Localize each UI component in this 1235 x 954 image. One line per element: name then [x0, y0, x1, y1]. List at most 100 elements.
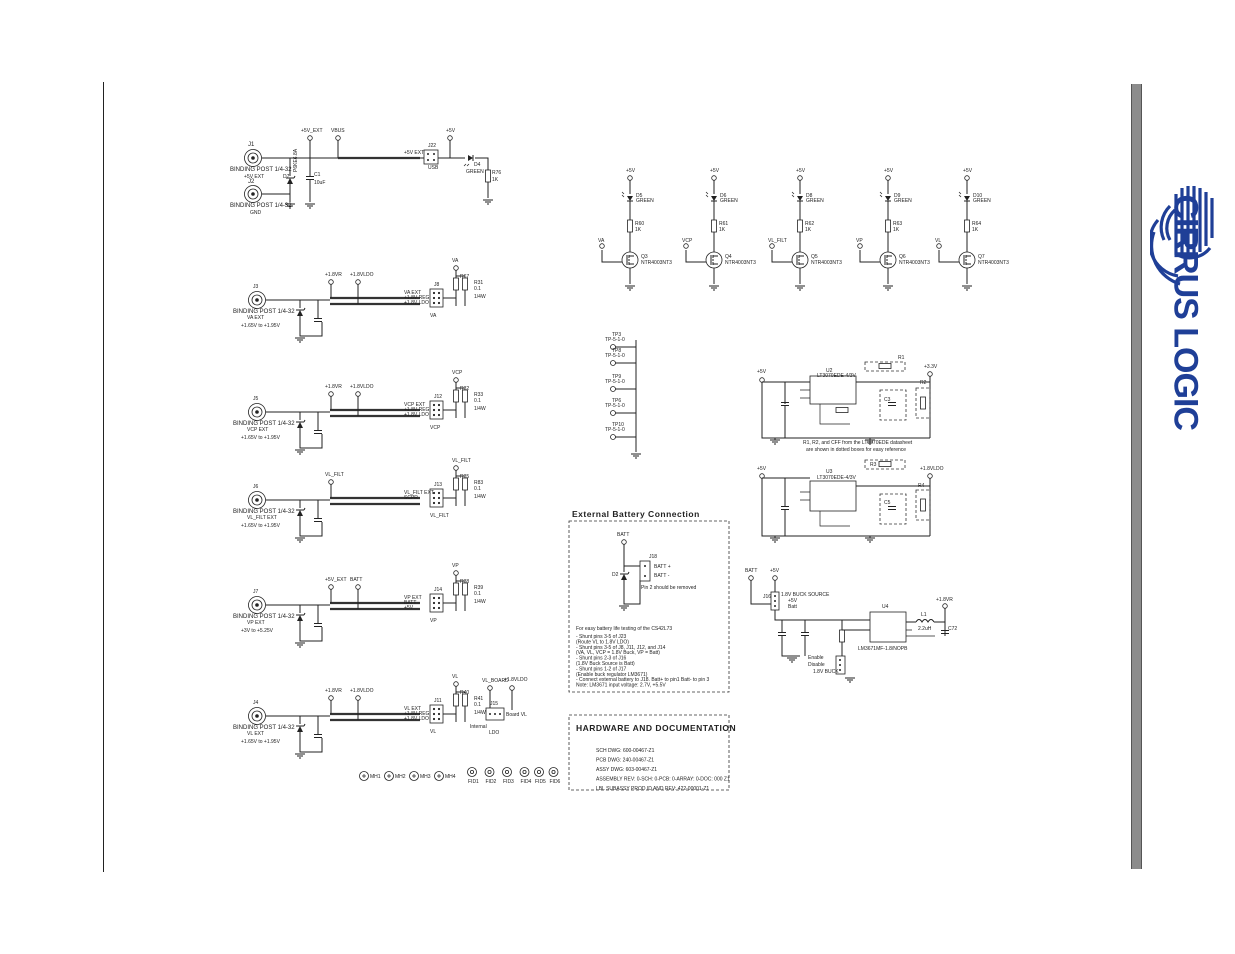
header-j11[interactable] [429, 704, 444, 724]
fet-part: NTR4003NT3 [811, 260, 842, 266]
channel-range: +1.65V to +1.95V [241, 523, 281, 529]
channel-range: +3V to +5.25V [241, 628, 274, 634]
header-j14[interactable] [429, 593, 444, 613]
external-battery-section: External Battery Connection BATT D2 J18 … [568, 509, 730, 693]
u3-ref: U3 [826, 469, 833, 475]
j2-ref: J2 [248, 179, 255, 185]
channel-ref: J5 [253, 396, 259, 402]
u4-ref: U4 [882, 604, 889, 610]
led-res [797, 219, 803, 233]
battery-instr-line: (1.8V Buck Source is Batt) [576, 661, 635, 667]
output-net-bottom: VL_FILT [430, 513, 449, 519]
header-pin3: +1.8V LDO [404, 716, 429, 722]
net-terminal [328, 584, 334, 590]
net-terminal [927, 473, 933, 479]
tvs-diode [295, 419, 306, 429]
ground-symbol [864, 537, 876, 543]
fiducial-fid5 [534, 767, 544, 777]
output-net-bottom: VP [430, 618, 437, 624]
mounting-hole-mh3 [409, 771, 419, 781]
res-b-ref: R33 [474, 392, 483, 398]
header-ref: J8 [434, 282, 440, 288]
output-net-bottom: VL [430, 729, 436, 735]
mounting-hole-mh1 [359, 771, 369, 781]
mosfet [621, 251, 639, 269]
res-val: 0.1 [474, 591, 481, 597]
net-terminal [328, 391, 334, 397]
mounting-hole-ref: MH4 [445, 774, 456, 780]
documentation-line: ASSEMBLY REV: 0-SCH: 0-PCB: 0-ARRAY: 0-D… [596, 777, 730, 783]
led-ref: D8 [806, 193, 813, 199]
header-j12[interactable] [429, 400, 444, 420]
res-a-ref: R35 [460, 474, 469, 480]
documentation-line: SCH DWG: 600-00467-Z1 [596, 748, 655, 754]
mounting-hole-mh4 [434, 771, 444, 781]
net-terminal [447, 135, 453, 141]
channel-sub: VP EXT [247, 620, 265, 626]
fiducial-ref: FID3 [503, 779, 514, 785]
r76-ref: R76 [492, 170, 501, 176]
res-r1 [920, 396, 926, 410]
header-j18[interactable] [639, 560, 651, 582]
d7-part: P6KE6.8A [293, 148, 299, 172]
documentation-line: ASSY DWG: 603-00467-Z1 [596, 767, 657, 773]
status-led [621, 191, 634, 202]
tp-pad [610, 410, 616, 416]
net-terminal [711, 175, 717, 181]
binding-post-j7 [248, 596, 266, 614]
u3-part: LT3070EDE-4/3V [817, 475, 856, 481]
jumper-j22[interactable] [423, 149, 439, 165]
vl-board-jumper: VL_BOARD +1.8VLDO Board VL Internal LDO … [470, 677, 528, 736]
wire [859, 250, 880, 263]
tvs-diode [295, 612, 306, 622]
battery-note: Pin 2 should be removed [641, 585, 697, 591]
usb-label: USB [428, 165, 439, 171]
header-ref: J12 [434, 394, 442, 400]
channel-ref: J3 [253, 284, 259, 290]
ground-symbol [618, 605, 630, 611]
fiducial-ref: FID5 [535, 779, 546, 785]
fet-part: NTR4003NT3 [899, 260, 930, 266]
left-border-rule [103, 82, 104, 872]
header-pin2: +1.8V REG [404, 407, 430, 413]
buck-regulator-block: BATT +5V 1.8V BUCK SOURCE +5V Batt J16 E… [745, 568, 957, 683]
led-res-ref: R63 [893, 221, 902, 227]
net-terminal [355, 695, 361, 701]
buck-en1: Enable [808, 655, 824, 661]
ground-symbol [786, 657, 798, 663]
net-b: +1.8VLDO [350, 688, 374, 694]
led-res [627, 219, 633, 233]
u2-ref: U2 [826, 368, 833, 374]
u3-out: +1.8VLDO [920, 466, 944, 472]
header-ref: J14 [434, 587, 442, 593]
wire [299, 621, 323, 642]
fet-ref: Q5 [811, 254, 818, 260]
net-terminal [335, 135, 341, 141]
net-terminal [936, 243, 942, 249]
dotted-box-cff [879, 389, 907, 421]
header-j8[interactable] [429, 288, 444, 308]
battery-instr-line: - Shunt pins 2-3 of J16 [576, 656, 627, 662]
buck-en3: 1.8V BUCK [813, 669, 839, 675]
u3-r2: R4 [918, 483, 925, 489]
res-watt: 1/4W [474, 599, 486, 605]
ground-symbol [294, 753, 306, 759]
cap-c1 [305, 176, 315, 180]
net-terminal [487, 685, 493, 691]
fiducial-ref: FID6 [550, 779, 561, 785]
channel-sub: VCP EXT [247, 427, 268, 433]
tp-pad [610, 434, 616, 440]
header-pin2: BATT [404, 600, 416, 606]
led-res-val: 1K [635, 227, 642, 233]
res-a-ref: R40 [460, 690, 469, 696]
header-pin2: +1.8V REG [404, 711, 430, 717]
channel-label: BINDING POST 1/4-32 [233, 309, 295, 315]
